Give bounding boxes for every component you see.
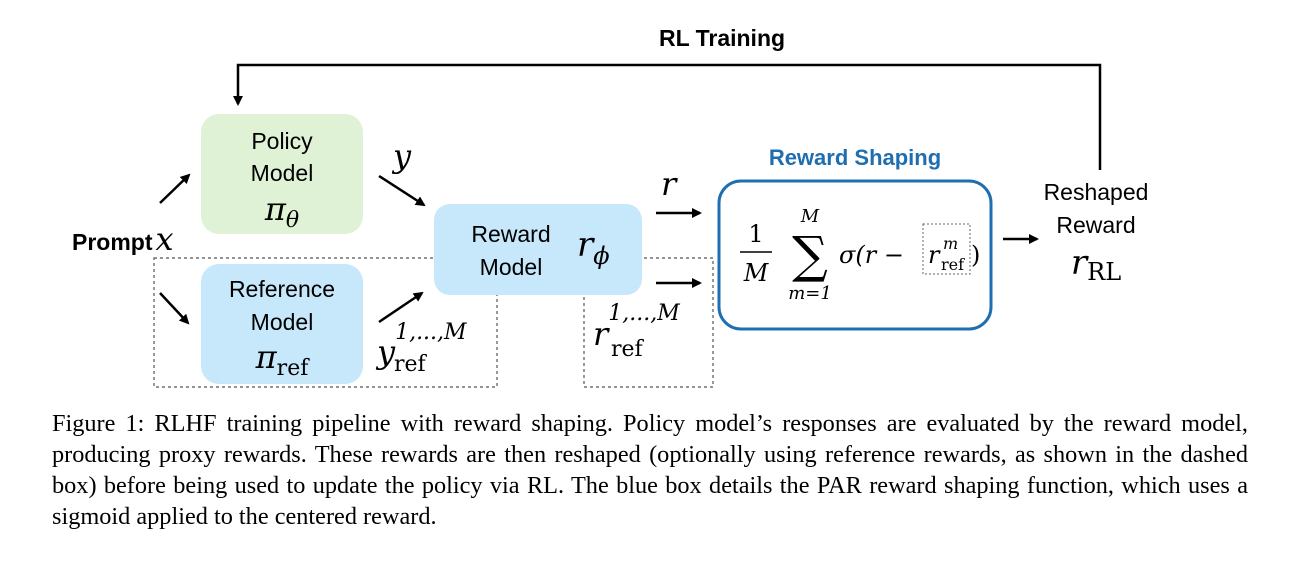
fraction-numerator: 1 <box>748 220 763 248</box>
rl-training-label: RL Training <box>659 25 785 51</box>
reference-model-box <box>201 264 363 384</box>
yref-sub-label: ref <box>394 352 428 377</box>
rl-training-loop-arrow <box>233 63 1102 170</box>
reward-shaping-box <box>717 179 993 331</box>
sum-lower-limit: m=1 <box>788 283 832 304</box>
reference-model-label-2: Model <box>251 309 314 335</box>
reference-dashed-box <box>153 257 498 388</box>
reshaped-reward-symbol: rRL <box>1071 243 1121 286</box>
policy-symbol: πθ <box>264 190 299 233</box>
rref-sub-label: ref <box>611 337 645 362</box>
r-label: r <box>661 165 678 203</box>
reshaped-reward-label-2: Reward <box>1056 212 1135 238</box>
reference-term-sup: m <box>943 234 958 253</box>
reference-term-sub: ref <box>941 255 965 274</box>
reward-model-box <box>434 204 642 295</box>
policy-model-label-1: Policy <box>251 128 313 154</box>
reference-to-reward-arrow <box>378 291 424 324</box>
prompt-to-reference-arrow <box>159 292 190 325</box>
policy-to-reward-arrow <box>378 174 426 207</box>
sigmoid-close-paren: ) <box>971 241 980 269</box>
reference-reward-dashed-box <box>583 257 714 388</box>
figure-caption: Figure 1: RLHF training pipeline with re… <box>52 410 1248 530</box>
reward-model-symbol: rϕ <box>577 225 610 270</box>
prompt-label: Promptx <box>72 220 174 258</box>
reward-model-label-1: Reward <box>471 221 550 247</box>
prompt-to-policy-arrow <box>159 173 191 204</box>
y-label: y <box>391 137 412 175</box>
reference-term-base: r <box>928 241 941 269</box>
reward-model-label-2: Model <box>480 254 543 280</box>
policy-model-label-2: Model <box>251 160 314 186</box>
reference-model-label-1: Reference <box>229 276 335 302</box>
rref-label: r1,...,M <box>593 301 680 353</box>
yref-label: y1,...,M <box>375 320 467 371</box>
sum-upper-limit: M <box>800 206 820 227</box>
reference-term-dashed-box <box>922 223 971 275</box>
reference-symbol: πref <box>255 338 311 381</box>
sigmoid-expression: σ(r − <box>839 241 904 269</box>
policy-model-box <box>201 114 363 234</box>
fraction-denominator: M <box>743 259 770 287</box>
sum-symbol: ∑ <box>792 226 828 284</box>
reward-shaping-title: Reward Shaping <box>769 145 941 170</box>
reshaped-reward-label-1: Reshaped <box>1044 179 1149 205</box>
